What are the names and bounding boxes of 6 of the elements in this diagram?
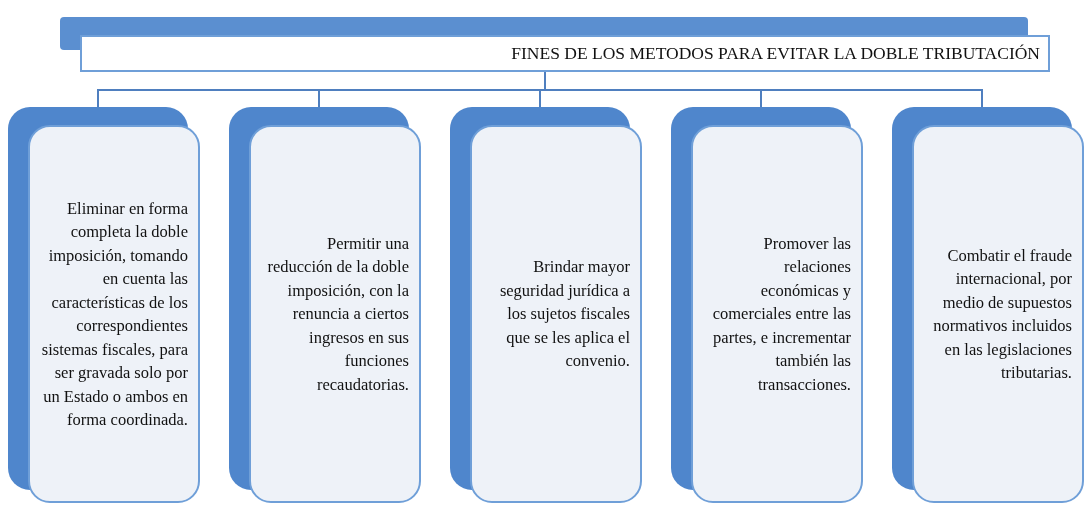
- card-text: Combatir el fraude internacional, por medio de supuestos normativos incluidos en las legislaciones tributarias.: [932, 244, 1072, 384]
- card-text: Brindar mayor seguridad jurídica a los sujetos fiscales que se les aplica el convenio.: [498, 256, 630, 373]
- card-text: Eliminar en forma completa la doble imposición, tomando en cuenta las características de los correspondientes sistemas fiscales, para ser gravada solo por un Estado o ambos en forma coordinada.: [40, 197, 188, 431]
- card-text: Promover las relaciones económicas y comerciales entre las partes, e incrementar también las transacciones.: [711, 232, 851, 396]
- card-text: Permitir una reducción de la doble imposición, con la renuncia a ciertos ingresos en sus funciones recaudatorias.: [266, 232, 409, 396]
- title-text: FINES DE LOS METODOS PARA EVITAR LA DOBLE TRIBUTACIÓN: [511, 43, 1040, 64]
